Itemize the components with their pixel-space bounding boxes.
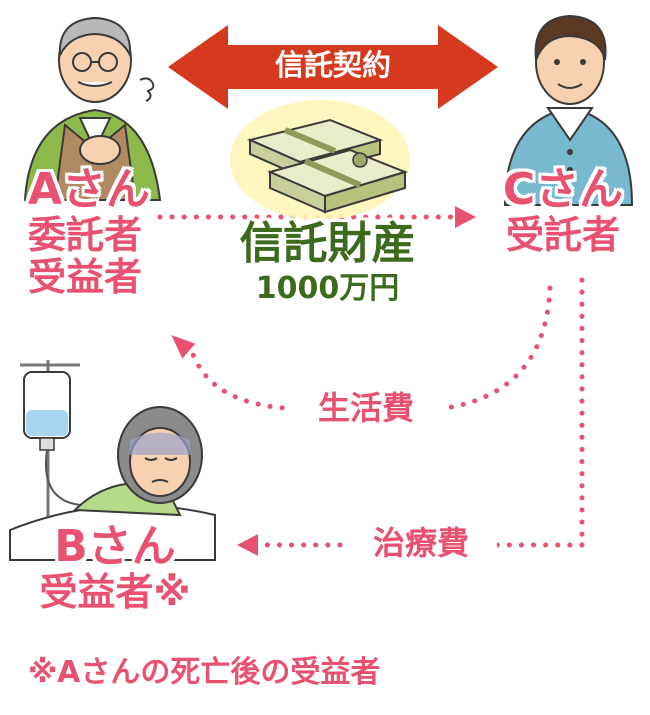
trust-property-labels: 信託財産 1000万円 bbox=[220, 222, 435, 304]
person-b-role-beneficiary: 受益者※ bbox=[39, 570, 191, 614]
person-c-labels: Cさん 受託者 bbox=[488, 164, 638, 257]
person-a-illustration bbox=[23, 16, 162, 201]
person-a-role-settlor: 委託者 bbox=[28, 213, 143, 257]
person-b-labels: Bさん 受益者※ bbox=[20, 521, 210, 614]
person-b-name: Bさん bbox=[54, 521, 176, 572]
dotted-curve-c-to-a bbox=[171, 285, 553, 413]
person-a-role-beneficiary: 受益者 bbox=[28, 255, 143, 299]
trust-property-amount: 1000万円 bbox=[255, 271, 400, 306]
person-a-labels: Aさん 委託者 受益者 bbox=[28, 164, 178, 299]
living-costs-label: 生活費 bbox=[290, 392, 442, 424]
person-b-illustration bbox=[9, 360, 216, 561]
contract-label: 信託契約 bbox=[274, 48, 391, 82]
footnote: ※Aさんの死亡後の受益者 bbox=[28, 655, 381, 690]
person-c-illustration bbox=[503, 14, 634, 206]
trust-property-label: 信託財産 bbox=[239, 218, 416, 269]
contract-arrow bbox=[168, 25, 498, 109]
dotted-line-c-to-b bbox=[237, 277, 585, 556]
person-c-name: Cさん bbox=[502, 164, 624, 215]
money-stack-illustration bbox=[230, 100, 410, 220]
medical-costs-label: 治療費 bbox=[345, 527, 497, 559]
person-a-name: Aさん bbox=[28, 164, 151, 215]
person-c-role-trustee: 受託者 bbox=[505, 213, 620, 257]
